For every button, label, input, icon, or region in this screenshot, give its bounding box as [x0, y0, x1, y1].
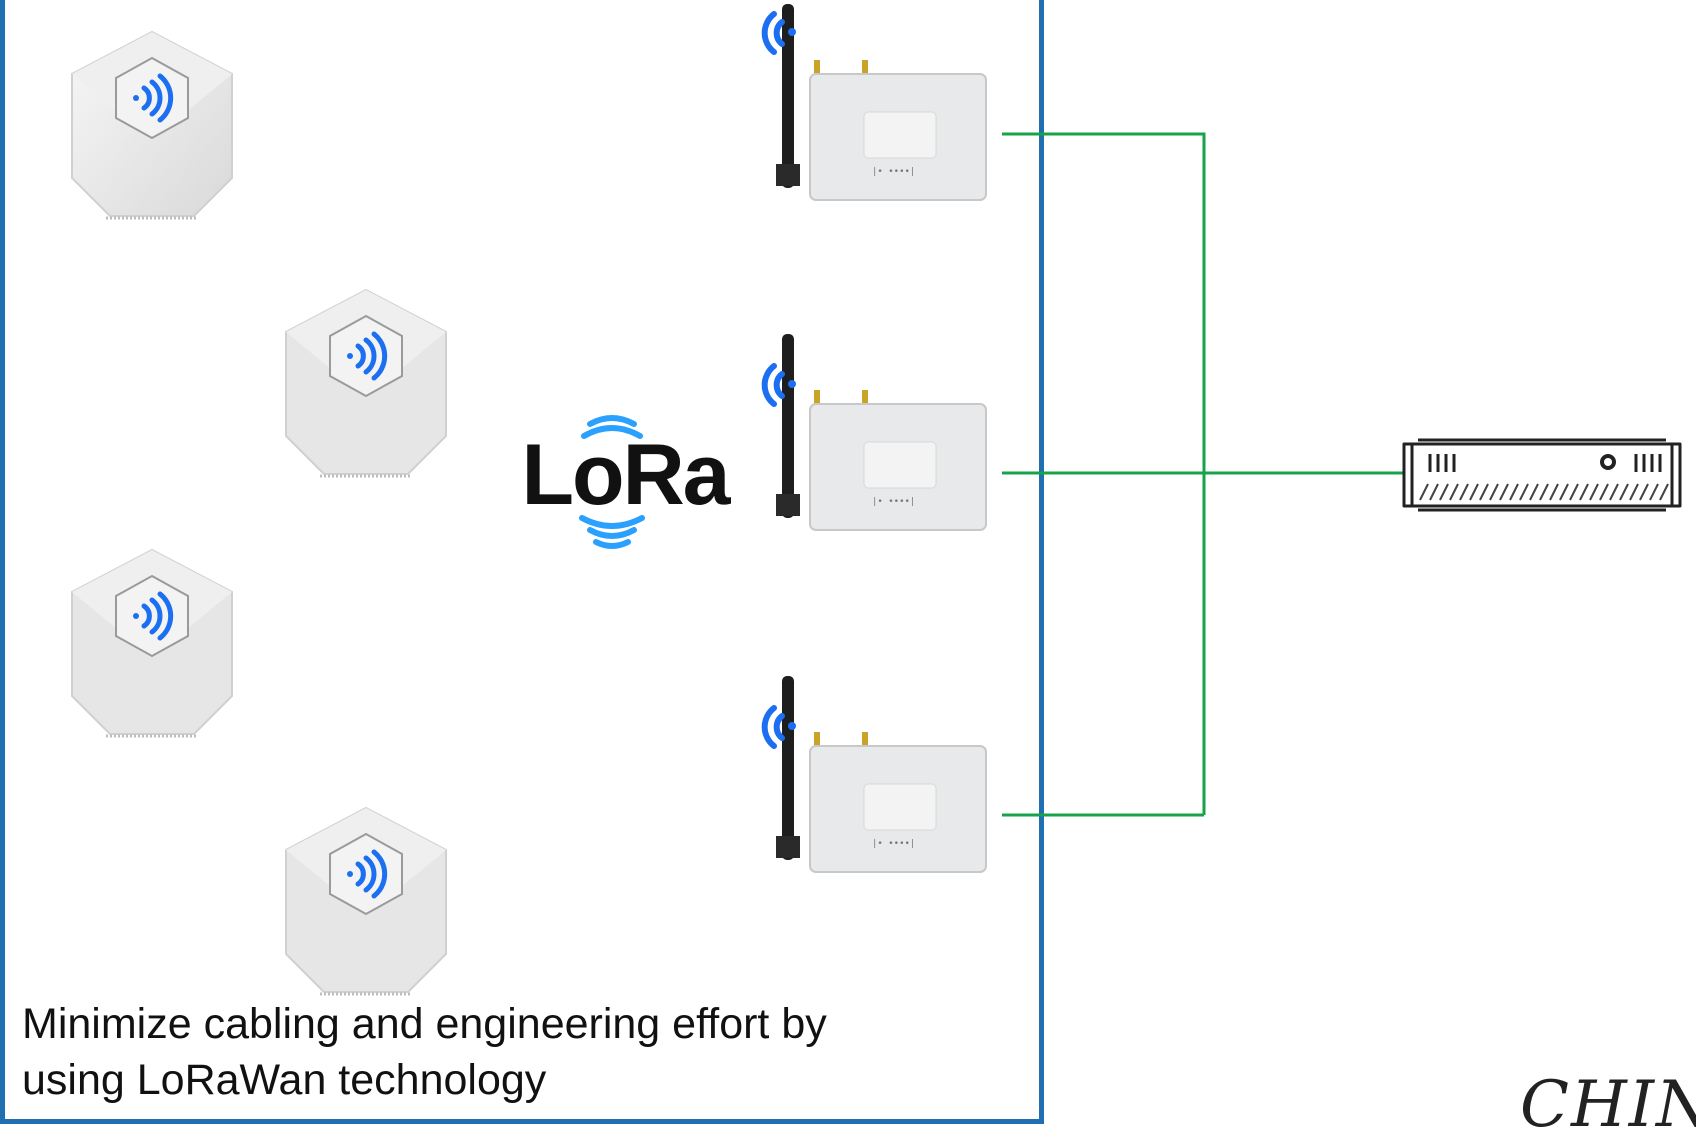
- wireless-signal-icon: [133, 591, 174, 641]
- brand-logo-text: CHINO: [1520, 1068, 1696, 1142]
- lora-logo-text: LoRa: [521, 427, 731, 523]
- wireless-signal-icon: [761, 705, 796, 749]
- svg-text:|• ••••|: |• ••••|: [872, 839, 915, 849]
- lora-sensor-1: [71, 30, 233, 220]
- caption-line-1: Minimize cabling and engineering effort …: [22, 1000, 827, 1048]
- wireless-signal-icon: [347, 849, 388, 899]
- lorawan-gateway-3: |• ••••|: [761, 676, 987, 873]
- wireless-signal-icon: [133, 73, 174, 123]
- lorawan-gateway-2: |• ••••|: [761, 334, 987, 531]
- wireless-signal-icon: [761, 363, 796, 407]
- lora-logo: LoRa: [510, 404, 740, 554]
- brand-logo: CHINO: [1480, 1060, 1696, 1142]
- lora-waves-icon: [579, 415, 645, 549]
- lora-sensor-3: [71, 548, 233, 738]
- lorawan-gateway-1: |• ••••|: [761, 4, 987, 201]
- lora-sensor-2: [285, 288, 447, 478]
- lora-sensor-4: [285, 806, 447, 996]
- svg-text:|• ••••|: |• ••••|: [872, 167, 915, 177]
- svg-text:|• ••••|: |• ••••|: [872, 497, 915, 507]
- wireless-signal-icon: [347, 331, 388, 381]
- rack-server-icon: [1402, 438, 1682, 512]
- caption-line-2: using LoRaWan technology: [22, 1056, 547, 1104]
- caption: Minimize cabling and engineering effort …: [22, 996, 1002, 1108]
- wireless-signal-icon: [761, 11, 796, 55]
